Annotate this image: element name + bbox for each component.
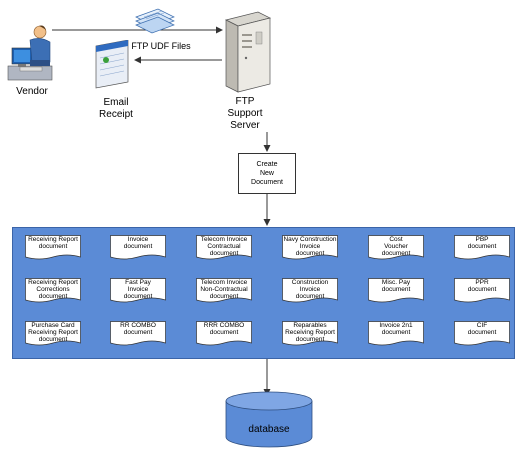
- document-card: RR COMBO document: [110, 321, 166, 348]
- document-label: RRR COMBO document: [203, 322, 245, 336]
- document-card: RRR COMBO document: [196, 321, 252, 348]
- document-card: Telecom Invoice Contractual document: [196, 235, 252, 262]
- document-label: Invoice document: [123, 236, 153, 250]
- document-card: Invoice 2n1 document: [368, 321, 424, 348]
- email-receipt-window-icon: [95, 40, 129, 89]
- document-label: PBP document: [467, 236, 497, 250]
- document-card: Construction Invoice document: [282, 278, 338, 305]
- document-card: Invoice document: [110, 235, 166, 262]
- document-label: Telecom Invoice Contractual document: [200, 236, 248, 257]
- document-card: Telecom Invoice Non-Contractual document: [196, 278, 252, 305]
- vendor-computer-user-icon: [7, 25, 53, 81]
- document-card: Navy Construction Invoice document: [282, 235, 338, 262]
- document-label: CIF document: [467, 322, 497, 336]
- document-types-panel: Receiving Report document Invoice docume…: [12, 227, 515, 359]
- vendor-label: Vendor: [16, 86, 48, 97]
- document-card: Receiving Report document: [25, 235, 81, 262]
- ftp-support-server-label: FTP Support Server: [227, 96, 263, 131]
- document-card: Cost Voucher document: [368, 235, 424, 262]
- document-label: Fast Pay Invoice document: [123, 279, 153, 300]
- document-card: PBP document: [454, 235, 510, 262]
- ftp-udf-files-label: FTP UDF Files: [131, 41, 191, 51]
- document-label: Navy Construction Invoice document: [283, 236, 337, 257]
- document-card: PPR document: [454, 278, 510, 305]
- document-card: Fast Pay Invoice document: [110, 278, 166, 305]
- document-card: Purchase Card Receiving Report document: [25, 321, 81, 348]
- document-label: Construction Invoice document: [291, 279, 329, 300]
- document-card: CIF document: [454, 321, 510, 348]
- ftp-server-tower-icon: [224, 11, 272, 93]
- document-label: Misc. Pay document: [381, 279, 411, 293]
- document-label: RR COMBO document: [120, 322, 156, 336]
- document-label: Receiving Report Corrections document: [28, 279, 78, 300]
- create-new-document-box: Create New Document: [238, 153, 296, 194]
- document-label: Invoice 2n1 document: [379, 322, 413, 336]
- document-label: Cost Voucher document: [381, 236, 411, 257]
- document-label: Reparables Receiving Report document: [285, 322, 335, 343]
- document-label: Purchase Card Receiving Report document: [28, 322, 78, 343]
- document-card: Receiving Report Corrections document: [25, 278, 81, 305]
- document-card: Reparables Receiving Report document: [282, 321, 338, 348]
- document-card: Misc. Pay document: [368, 278, 424, 305]
- database-label: database: [248, 424, 290, 435]
- database-cylinder: database: [225, 391, 313, 449]
- document-label: Telecom Invoice Non-Contractual document: [200, 279, 248, 300]
- ftp-files-stack-icon: [135, 8, 175, 34]
- document-label: PPR document: [467, 279, 497, 293]
- document-label: Receiving Report document: [28, 236, 78, 250]
- email-receipt-label: Email Receipt: [99, 97, 133, 120]
